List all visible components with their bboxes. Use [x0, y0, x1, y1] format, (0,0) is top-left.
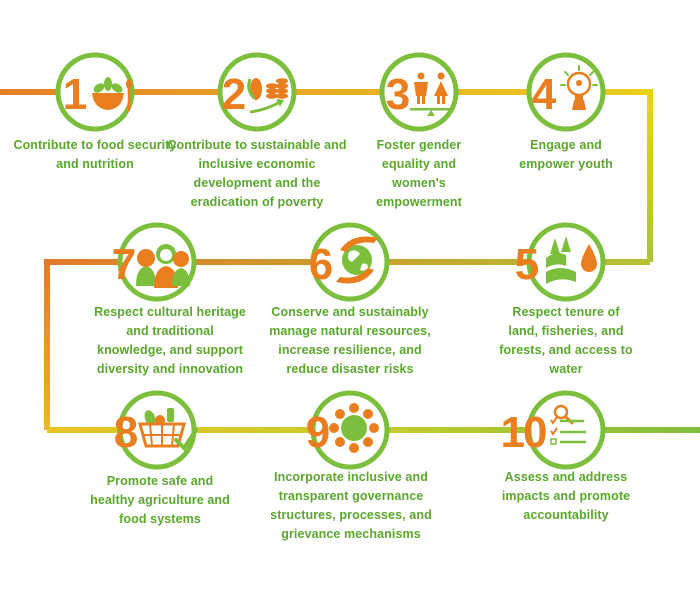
- principle-number: 2: [222, 70, 246, 119]
- principle-10: 10: [501, 390, 606, 470]
- principle-number: 7: [112, 240, 136, 289]
- principle-2-label: Contribute to sustainable and inclusive …: [167, 138, 347, 209]
- principle-9-label: Incorporate inclusive and transparent go…: [270, 470, 432, 541]
- principle-number: 1: [63, 70, 87, 119]
- principle-number: 9: [306, 408, 330, 457]
- principle-5-label: Respect tenure of land, fisheries, and f…: [499, 305, 633, 376]
- principle-9: 9: [306, 390, 390, 470]
- principle-4-label: Engage and empower youth: [519, 138, 613, 171]
- principle-1-label: Contribute to food security and nutritio…: [13, 138, 177, 171]
- principle-7: 7: [112, 222, 197, 302]
- land-water-icon: [546, 236, 597, 284]
- principle-6: 6: [309, 222, 390, 302]
- salad-bowl-icon: [92, 77, 132, 112]
- principle-3: 3: [379, 52, 459, 132]
- growth-coins-icon: [247, 78, 288, 114]
- principle-5: 5: [515, 222, 606, 302]
- principle-6-label: Conserve and sustainably manage natural …: [269, 305, 431, 376]
- round-table-icon: [329, 403, 379, 453]
- checklist-magnifier-icon: [550, 404, 586, 445]
- youth-lightbulb-icon: [560, 65, 598, 110]
- principle-8-label: Promote safe and healthy agriculture and…: [90, 474, 230, 526]
- globe-hands-icon: [336, 236, 378, 284]
- principle-number: 8: [114, 408, 138, 457]
- principle-number: 10: [501, 408, 546, 457]
- principle-8: 8: [114, 390, 198, 470]
- food-basket-icon: [138, 408, 198, 452]
- principle-number: 5: [515, 240, 539, 289]
- principle-1: 1: [55, 52, 135, 132]
- principle-10-label: Assess and address impacts and promote a…: [501, 470, 631, 522]
- principle-4: 4: [526, 52, 606, 132]
- gender-balance-icon: [410, 72, 452, 116]
- principle-2: 2: [217, 52, 297, 132]
- principle-number: 3: [386, 70, 410, 119]
- principle-number: 6: [309, 240, 333, 289]
- principle-3-label: Foster gender equality and women's empow…: [376, 138, 462, 209]
- principle-7-label: Respect cultural heritage and traditiona…: [94, 305, 246, 376]
- principle-number: 4: [532, 70, 557, 119]
- diverse-people-icon: [136, 244, 190, 288]
